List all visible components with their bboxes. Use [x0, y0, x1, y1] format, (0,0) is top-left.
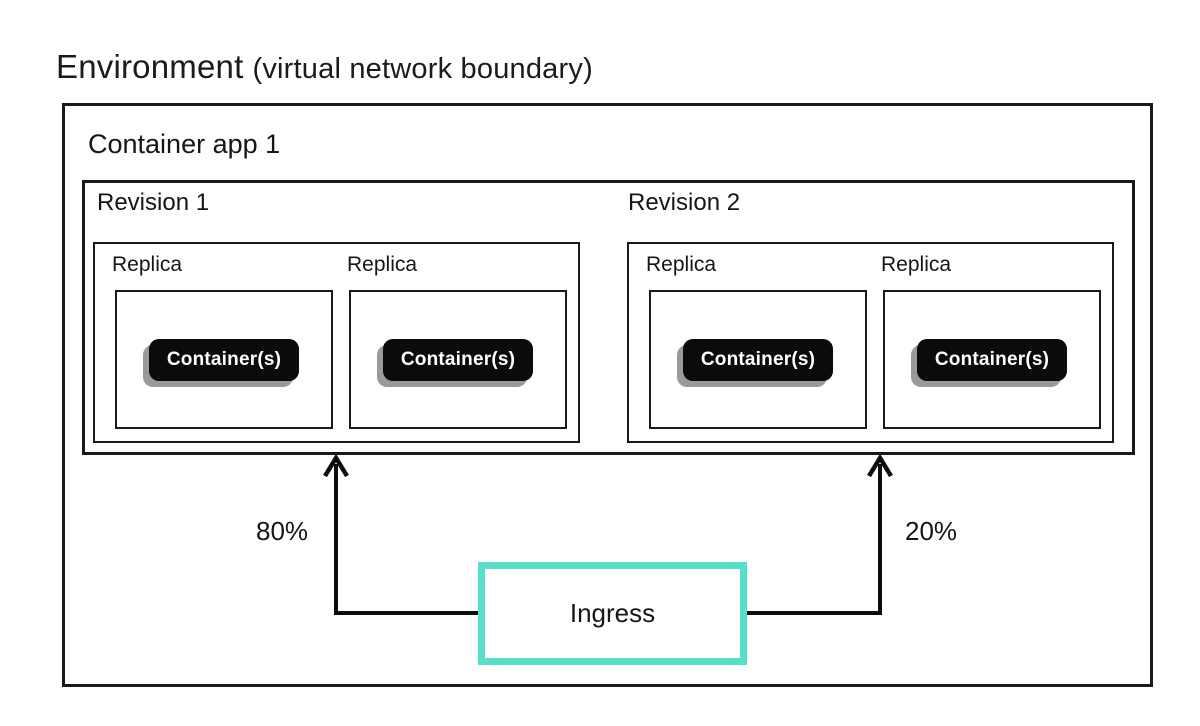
revision-2-box: Replica Replica Container(s) Container(s…: [627, 242, 1114, 443]
container-app-label: Container app 1: [88, 129, 281, 159]
ingress-box: Ingress: [478, 562, 747, 665]
replica-label: Replica: [646, 253, 717, 276]
containers-pill: Container(s): [148, 338, 300, 381]
containers-pill: Container(s): [916, 338, 1068, 381]
revision-2-label: Revision 2: [628, 189, 741, 216]
replica-label: Replica: [347, 253, 418, 276]
replica-box: Container(s): [649, 290, 867, 429]
replica-label: Replica: [881, 253, 952, 276]
revision-1-label: Revision 1: [97, 189, 210, 216]
ingress-label: Ingress: [569, 598, 656, 628]
revision-1-box: Replica Replica Container(s) Container(s…: [93, 242, 580, 443]
replica-box: Container(s): [883, 290, 1101, 429]
traffic-percent-revision-1: 80%: [256, 516, 309, 546]
containers-pill: Container(s): [682, 338, 834, 381]
environment-title-main: Environment: [56, 48, 244, 85]
environment-title: Environment(virtual network boundary): [56, 48, 593, 86]
replica-label: Replica: [112, 253, 183, 276]
containers-pill: Container(s): [382, 338, 534, 381]
replica-box: Container(s): [349, 290, 567, 429]
traffic-percent-revision-2: 20%: [905, 516, 958, 546]
replica-box: Container(s): [115, 290, 333, 429]
environment-title-suffix: (virtual network boundary): [252, 53, 593, 85]
